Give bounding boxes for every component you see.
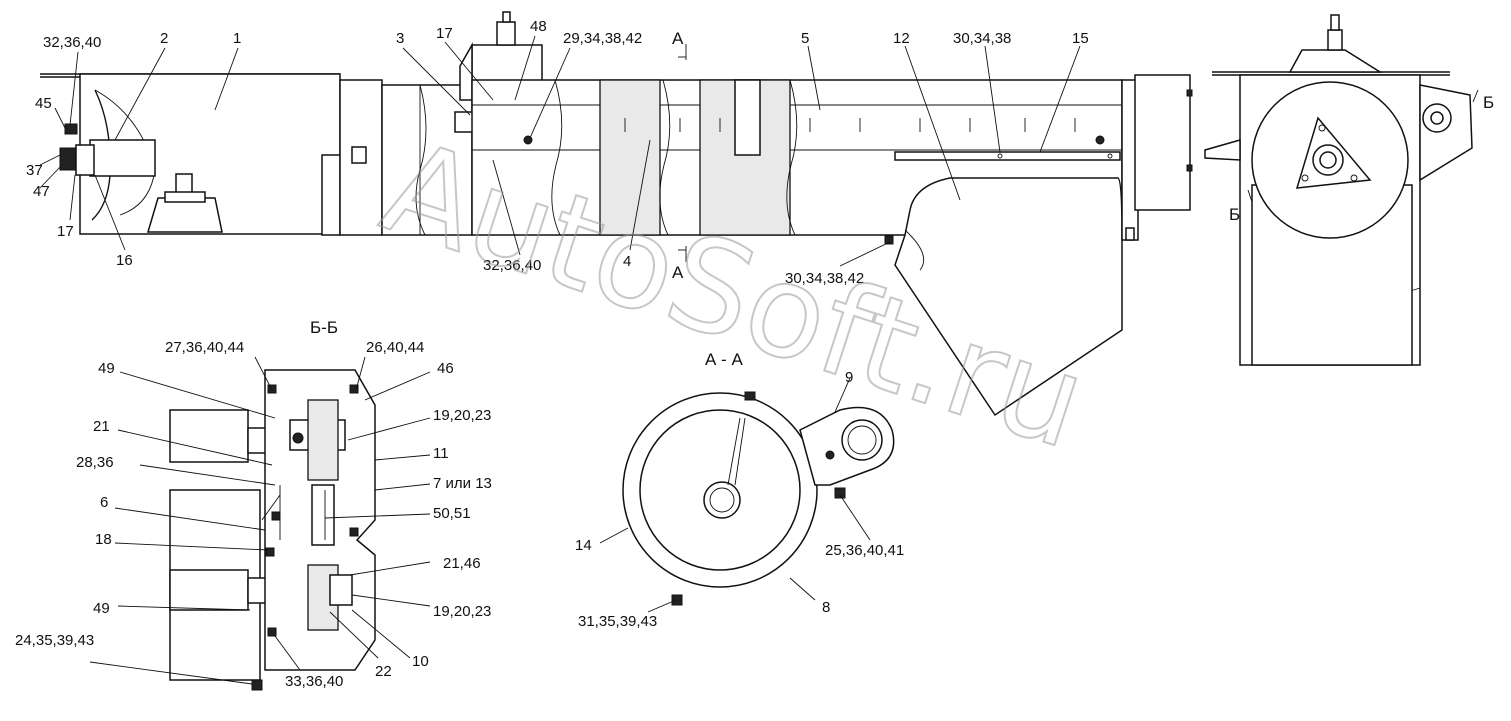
callout: 30,34,38,42 (785, 270, 864, 287)
callout: 16 (116, 252, 133, 269)
callout: 21,46 (443, 555, 481, 572)
callout: 5 (801, 30, 809, 47)
callout: 4 (623, 253, 631, 270)
callout: 17 (57, 223, 74, 240)
callout: 30,34,38 (953, 30, 1011, 47)
callout: 49 (98, 360, 115, 377)
callout: 29,34,38,42 (563, 30, 642, 47)
section-marker-b-bottom: Б (1229, 205, 1240, 224)
callout: 37 (26, 162, 43, 179)
callout: 10 (412, 653, 429, 670)
section-marker-b-top: Б (1483, 93, 1494, 112)
callout: 2 (160, 30, 168, 47)
callout: 32,36,40 (43, 34, 101, 51)
callout-labels: 32,36,40 2 1 45 37 47 17 16 3 17 48 29,3… (15, 18, 1494, 690)
callout: 28,36 (76, 454, 114, 471)
callout: 32,36,40 (483, 257, 541, 274)
leader-lines (39, 35, 1081, 685)
callout: 49 (93, 600, 110, 617)
callout: 15 (1072, 30, 1089, 47)
callout: 33,36,40 (285, 673, 343, 690)
callout: 26,40,44 (366, 339, 424, 356)
callout: 19,20,23 (433, 603, 491, 620)
callout: 18 (95, 531, 112, 548)
callout: 47 (33, 183, 50, 200)
section-aa-view (622, 391, 895, 606)
section-title-bb: Б-Б (310, 318, 338, 337)
callout: 6 (100, 494, 108, 511)
callout: 8 (822, 599, 830, 616)
main-side-view (40, 11, 1193, 417)
section-marker-a-bottom: А (672, 263, 684, 282)
section-bb-view (169, 369, 376, 691)
callout: 46 (437, 360, 454, 377)
callout: 27,36,40,44 (165, 339, 244, 356)
callout: 45 (35, 95, 52, 112)
callout: 11 (433, 445, 449, 462)
callout: 17 (436, 25, 453, 42)
callout: 14 (575, 537, 592, 554)
callout: 22 (375, 663, 392, 680)
callout: 19,20,23 (433, 407, 491, 424)
section-title-aa: А - А (705, 350, 743, 369)
callout: 50,51 (433, 505, 471, 522)
callout: 25,36,40,41 (825, 542, 904, 559)
callout: 7 или 13 (433, 475, 492, 492)
callout: 3 (396, 30, 404, 47)
end-view (1204, 14, 1479, 366)
section-marker-a-top: А (672, 29, 684, 48)
callout: 1 (233, 30, 241, 47)
callout: 9 (845, 369, 853, 386)
callout: 31,35,39,43 (578, 613, 657, 630)
callout: 12 (893, 30, 910, 47)
callout: 21 (93, 418, 110, 435)
callout: 24,35,39,43 (15, 632, 94, 649)
callout: 48 (530, 18, 547, 35)
